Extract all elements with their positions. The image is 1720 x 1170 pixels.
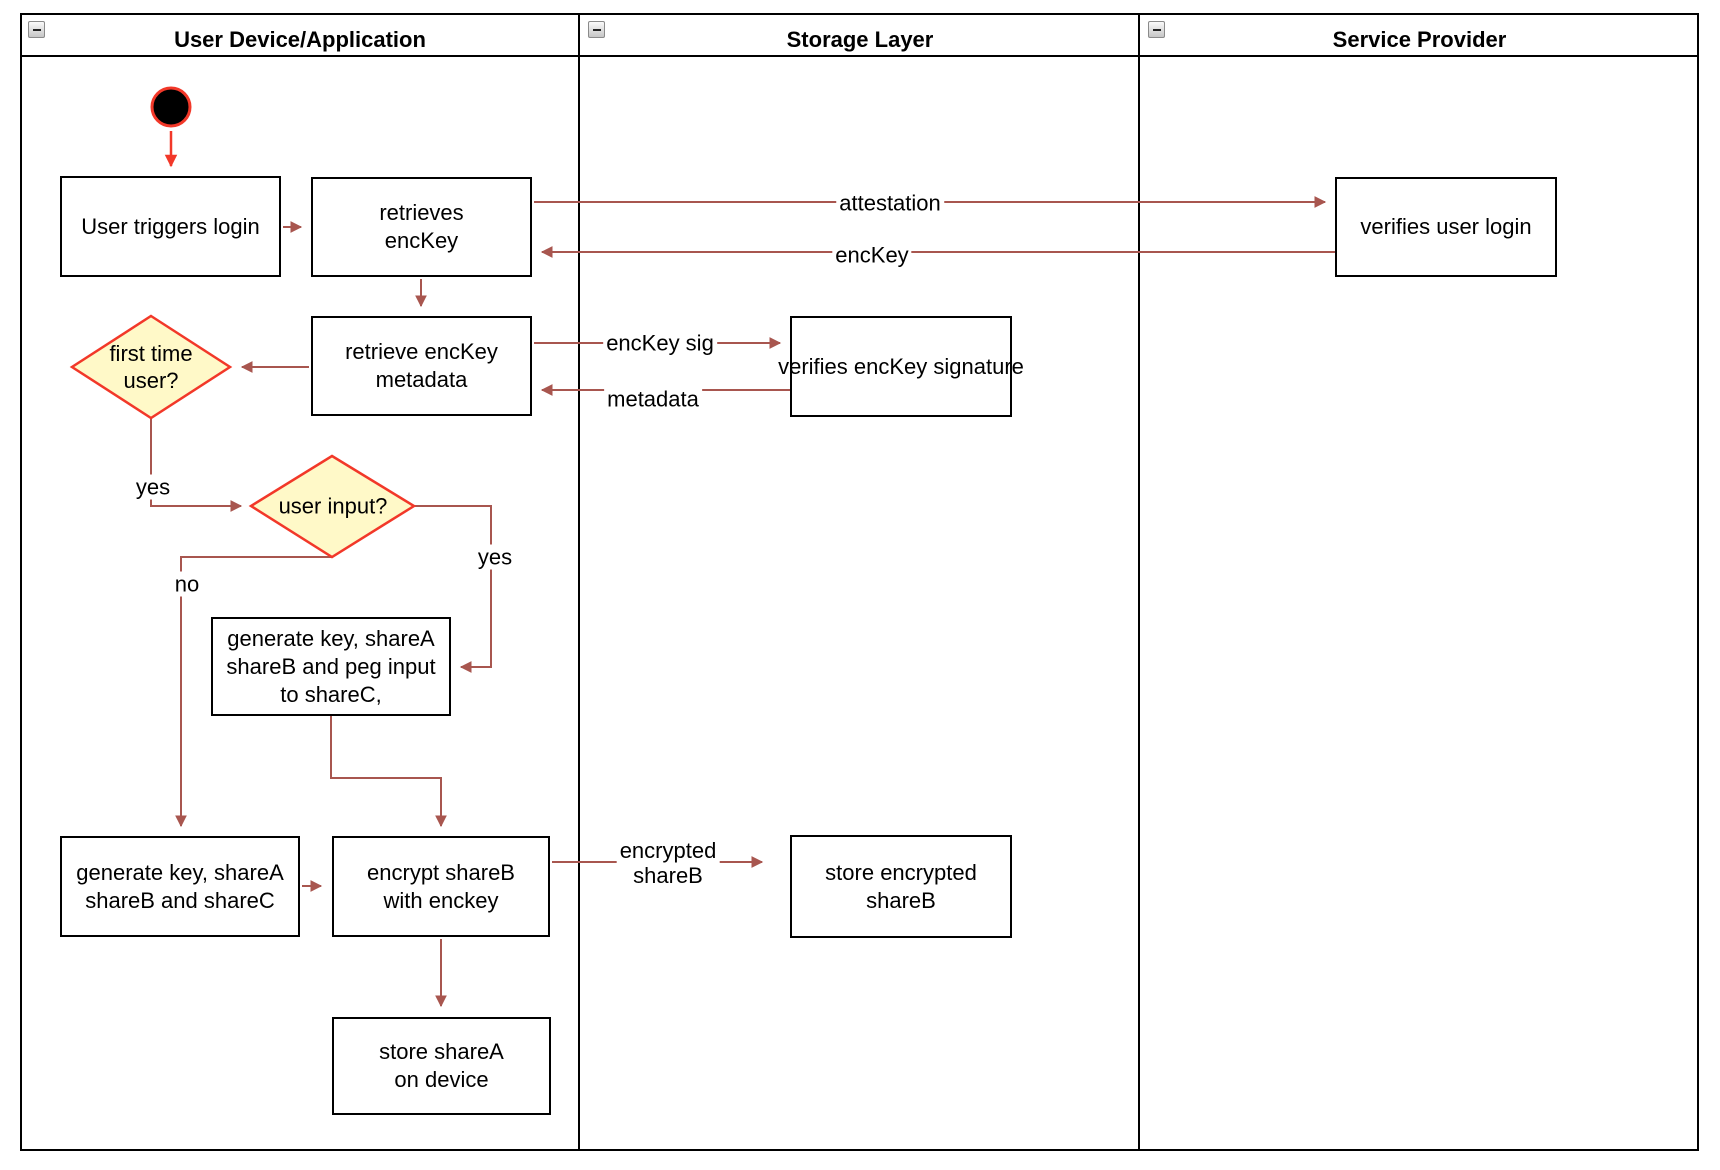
header-divider-line: [20, 55, 1699, 57]
edge-label-enckey: encKey: [832, 242, 912, 268]
pool-border: [20, 13, 1699, 1151]
decision-first-time-user[interactable]: [69, 314, 233, 420]
edge-label-metadata: metadata: [604, 386, 702, 412]
edge-peg-to-encrypt: [330, 716, 447, 828]
lane-separator-2: [1138, 13, 1140, 1151]
minus-icon: [32, 28, 41, 31]
collapse-icon[interactable]: [588, 21, 605, 38]
lane-title-user-device: User Device/Application: [174, 27, 426, 52]
box-store-sharea-device[interactable]: store shareA on device: [332, 1017, 551, 1115]
edge-label-encrypted-shareb: encrypted shareB: [616, 838, 720, 888]
box-generate-key-sharec[interactable]: generate key, shareA shareB and shareC: [60, 836, 300, 937]
decision-label-user-input: user input?: [278, 493, 388, 519]
edge-label-no: no: [171, 571, 203, 597]
box-encrypt-shareb[interactable]: encrypt shareB with enckey: [332, 836, 550, 937]
collapse-icon[interactable]: [28, 21, 45, 38]
minus-icon: [1152, 28, 1161, 31]
edge-label-yes-first-time: yes: [132, 474, 174, 500]
box-verifies-user-login[interactable]: verifies user login: [1335, 177, 1557, 277]
decision-user-input[interactable]: [248, 454, 417, 559]
start-node[interactable]: [150, 86, 192, 128]
box-verifies-enckey-signature[interactable]: verifies encKey signature: [778, 316, 1024, 417]
edge-label-yes-user-input: yes: [474, 544, 516, 570]
minus-icon: [592, 28, 601, 31]
box-generate-key-peg-input[interactable]: generate key, shareA shareB and peg inpu…: [211, 617, 451, 716]
edge-label-enckey-sig: encKey sig: [603, 330, 717, 356]
lane-title-storage-layer: Storage Layer: [786, 27, 934, 52]
box-store-encrypted-shareb[interactable]: store encrypted shareB: [790, 835, 1012, 938]
decision-label-first-time-user: first time user?: [109, 341, 193, 393]
edge-yes-to-user-input: [150, 418, 243, 512]
box-retrieves-enckey[interactable]: retrieves encKey: [311, 177, 532, 277]
box-user-triggers-login[interactable]: User triggers login: [60, 176, 281, 277]
lane-separator-1: [578, 13, 580, 1151]
box-retrieve-enckey-metadata[interactable]: retrieve encKey metadata: [311, 316, 532, 416]
edge-yes-to-peg-input: [413, 505, 492, 673]
edge-no-to-generate: [175, 556, 332, 828]
lane-title-service-provider: Service Provider: [1332, 27, 1507, 52]
collapse-icon[interactable]: [1148, 21, 1165, 38]
edge-label-attestation: attestation: [836, 190, 944, 216]
